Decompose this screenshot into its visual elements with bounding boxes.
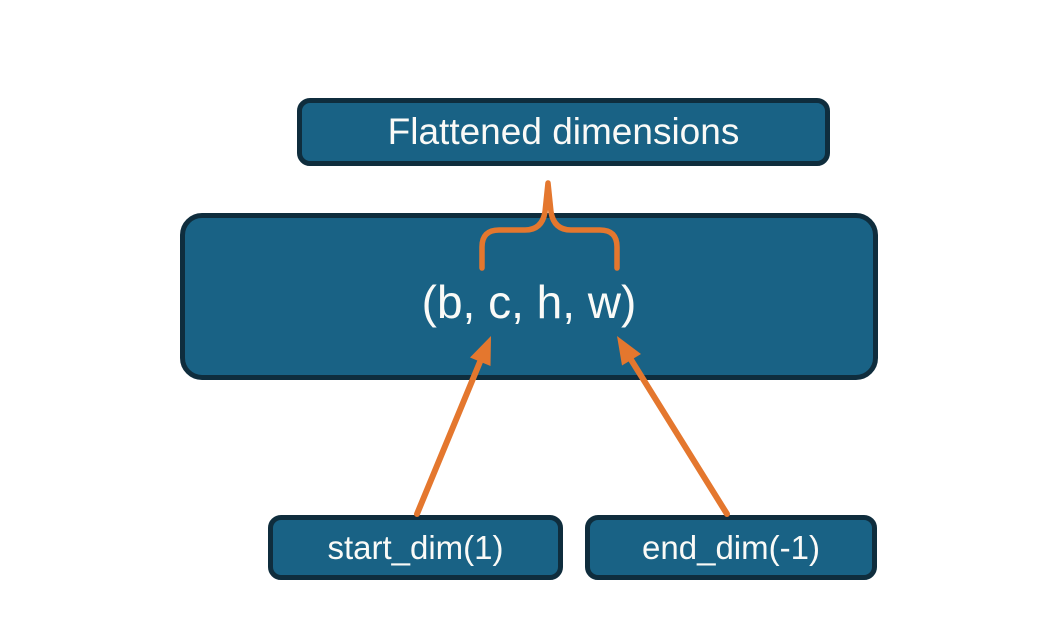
start-dim-label: start_dim(1) [327, 528, 504, 566]
end-dim-label: end_dim(-1) [642, 528, 820, 566]
tensor-shape-box: (b, c, h, w) [180, 213, 878, 380]
flattened-dimensions-label: Flattened dimensions [387, 111, 740, 152]
start-dim-box: start_dim(1) [268, 515, 563, 580]
end-dim-box: end_dim(-1) [585, 515, 877, 580]
flattened-dimensions-box: Flattened dimensions [297, 98, 830, 166]
tensor-shape-label: (b, c, h, w) [421, 275, 637, 328]
